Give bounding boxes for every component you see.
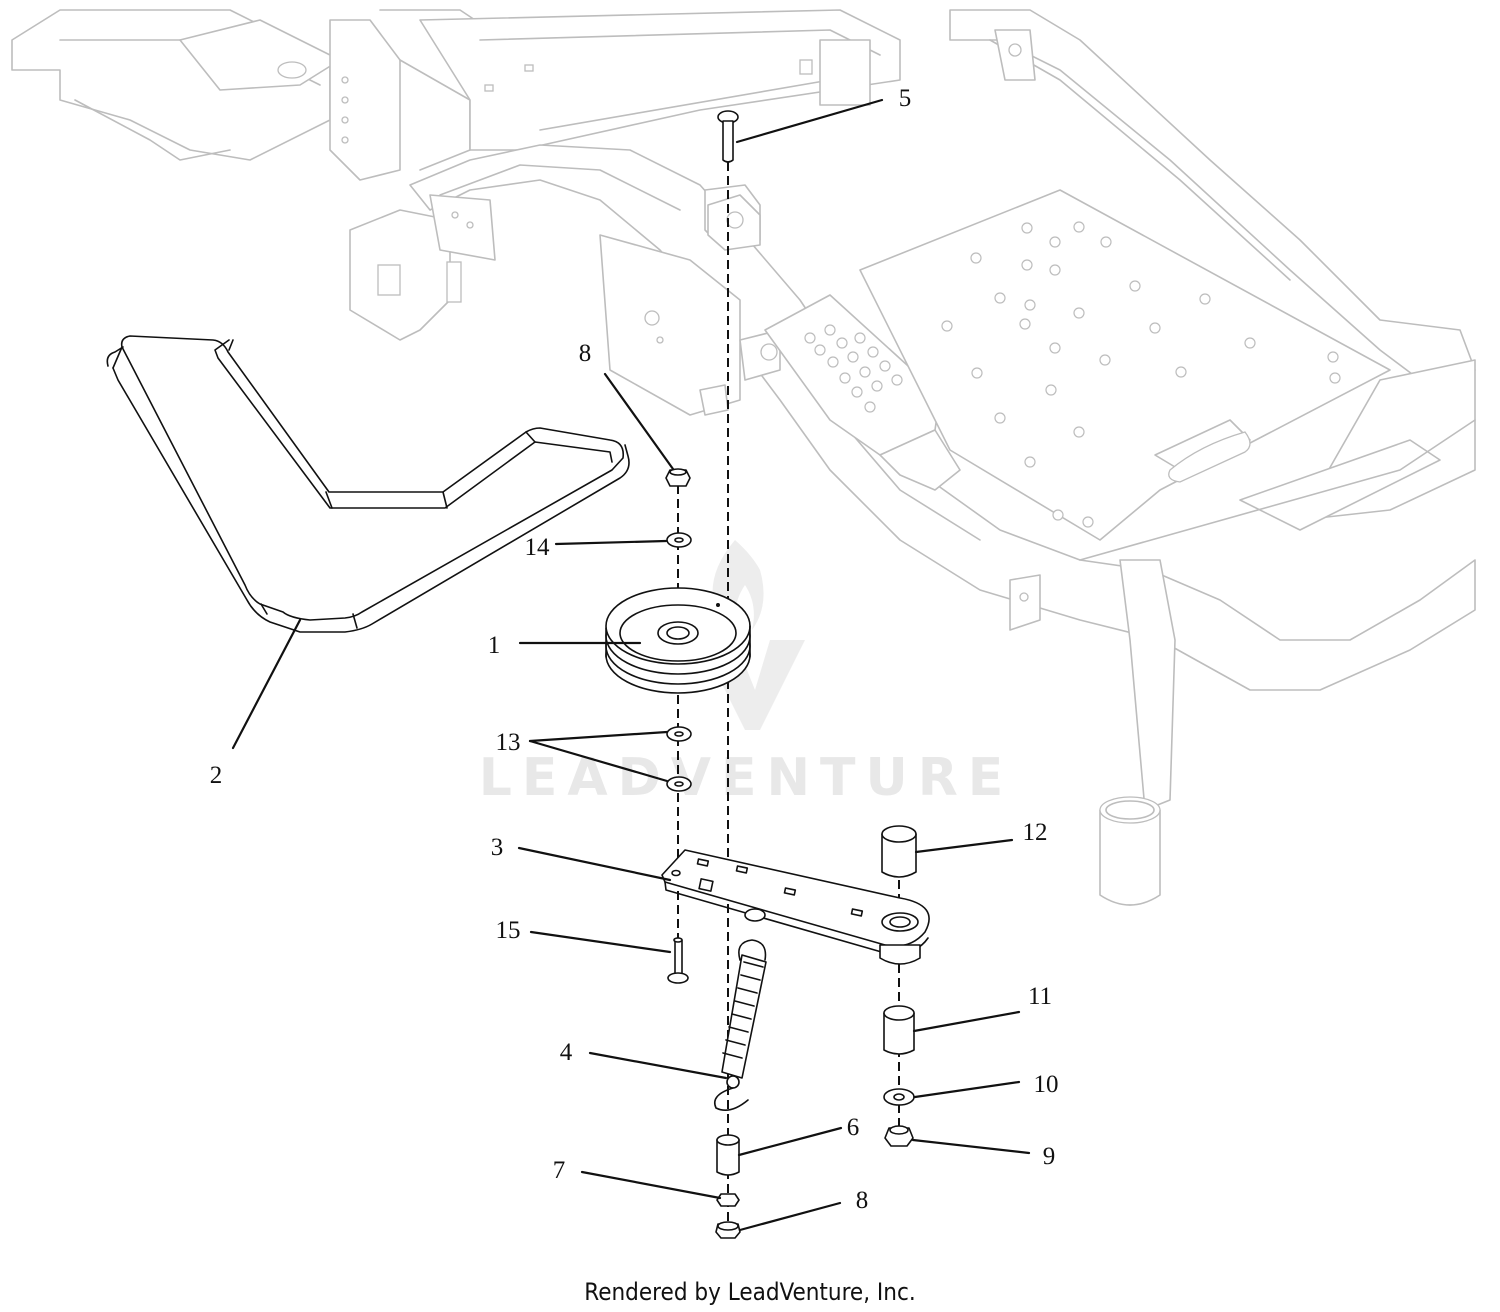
callout-9: 9 xyxy=(1043,1143,1056,1170)
part-washer-13a xyxy=(666,726,692,742)
leader-lines xyxy=(231,98,1031,1232)
part-pin-5 xyxy=(717,110,739,163)
callout-2: 2 xyxy=(210,762,223,789)
part-idler-arm xyxy=(661,849,930,965)
part-washer-10 xyxy=(883,1088,915,1106)
callout-14: 14 xyxy=(525,534,551,561)
callout-6: 6 xyxy=(847,1114,860,1141)
part-spacer-6 xyxy=(716,1134,740,1176)
part-belt xyxy=(106,335,630,633)
part-nut-top xyxy=(665,468,691,487)
callout-3: 3 xyxy=(491,834,504,861)
part-pulley xyxy=(605,587,751,694)
part-bushing-12 xyxy=(881,825,917,878)
mower-frame xyxy=(11,9,1476,906)
callout-12: 12 xyxy=(1023,819,1048,846)
callout-13: 13 xyxy=(496,729,521,756)
part-washer-14 xyxy=(666,532,692,548)
callout-10: 10 xyxy=(1034,1071,1059,1098)
part-spring xyxy=(714,939,767,1111)
callout-1: 1 xyxy=(488,632,501,659)
part-nut-8-bottom xyxy=(715,1221,741,1239)
callout-8-bottom: 8 xyxy=(856,1187,869,1214)
part-bolt-15 xyxy=(667,937,689,984)
watermark: LEADVENTURE xyxy=(479,540,1014,808)
callout-15: 15 xyxy=(496,917,521,944)
part-bushing-11 xyxy=(883,1005,915,1055)
callout-labels: 1 2 3 4 5 6 7 8 8 9 10 11 12 13 14 15 xyxy=(210,85,1059,1214)
callout-7: 7 xyxy=(553,1157,566,1184)
part-washer-13b xyxy=(666,776,692,792)
callout-11: 11 xyxy=(1028,983,1052,1010)
watermark-text: LEADVENTURE xyxy=(479,748,1014,808)
callout-4: 4 xyxy=(560,1039,573,1066)
footer-credit: Rendered by LeadVenture, Inc. xyxy=(584,1278,916,1306)
callout-8-top: 8 xyxy=(579,340,592,367)
part-nut-7 xyxy=(716,1193,740,1207)
part-nut-9 xyxy=(884,1125,914,1147)
callout-5: 5 xyxy=(899,85,912,112)
